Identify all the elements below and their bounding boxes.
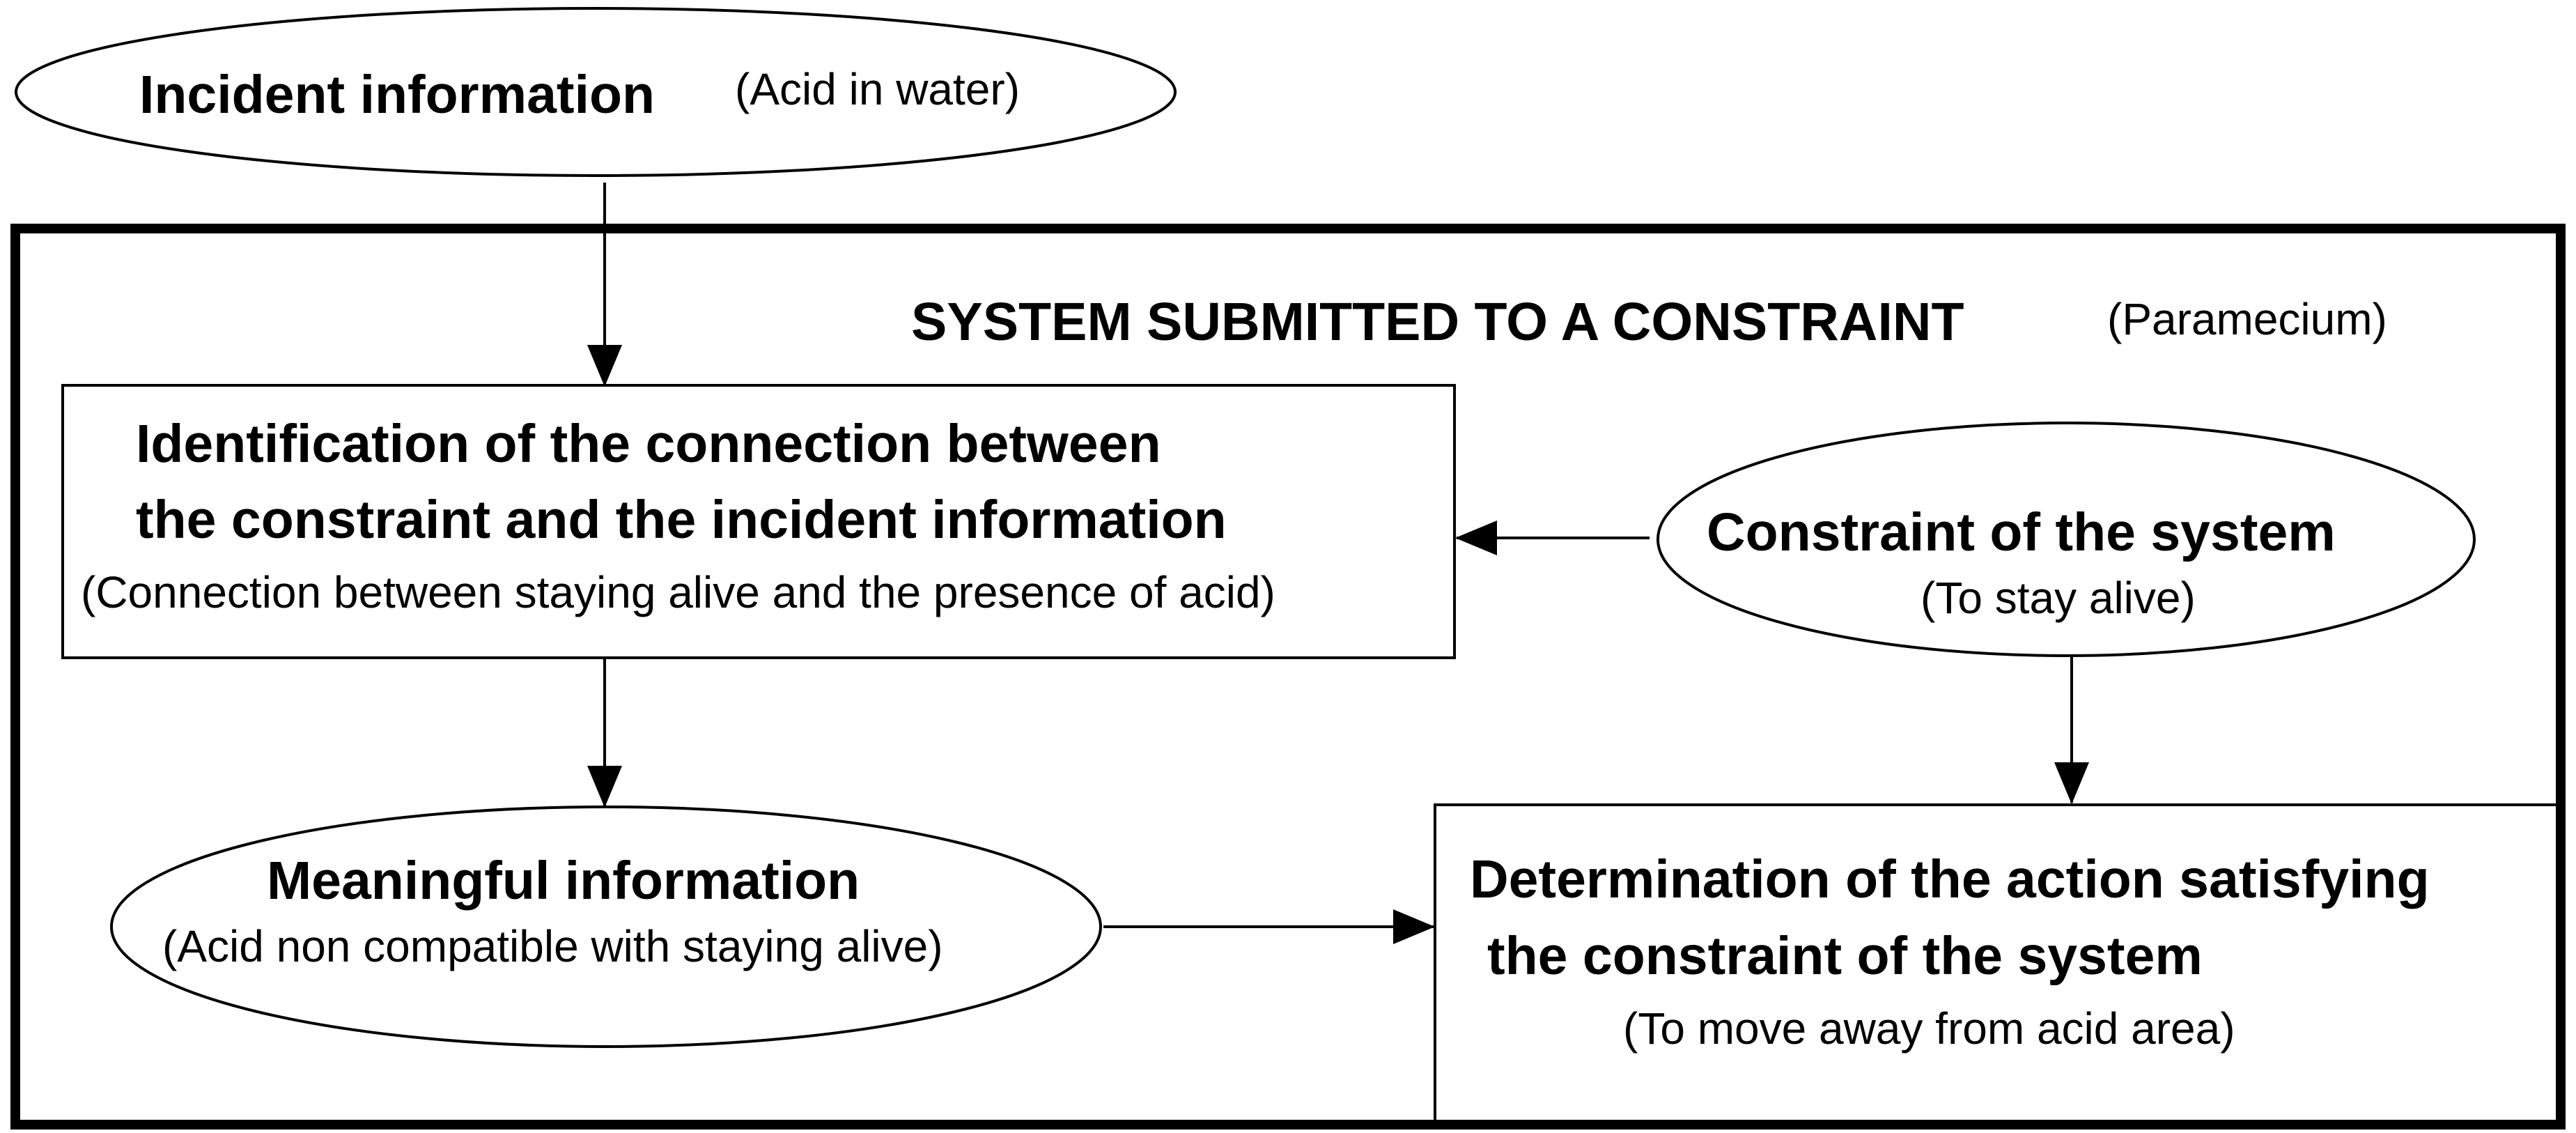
meaningful-title: Meaningful information	[267, 851, 860, 911]
meaningful-subtitle: (Acid non compatible with staying alive)	[162, 921, 943, 971]
meaningful-information-node: Meaningful information (Acid non compati…	[110, 806, 1102, 1048]
constraint-ellipse	[1656, 422, 2476, 657]
determination-subtitle: (To move away from acid area)	[1623, 1003, 2235, 1054]
incident-subtitle: (Acid in water)	[735, 64, 1020, 114]
identification-subtitle: (Connection between staying alive and th…	[81, 567, 1275, 617]
incident-information-node: Incident information (Acid in water)	[15, 7, 1177, 177]
identification-line1: Identification of the connection between	[136, 414, 1161, 474]
system-subtitle: (Paramecium)	[2107, 294, 2387, 344]
identification-line2: the constraint and the incident informat…	[136, 490, 1227, 550]
constraint-node: Constraint of the system (To stay alive)	[1656, 422, 2476, 657]
determination-line2: the constraint of the system	[1487, 926, 2203, 986]
system-title: SYSTEM SUBMITTED TO A CONSTRAINT	[911, 292, 1964, 352]
determination-box	[1434, 803, 2562, 1126]
identification-node: Identification of the connection between…	[61, 384, 1456, 659]
system-heading: SYSTEM SUBMITTED TO A CONSTRAINT (Parame…	[911, 292, 2387, 352]
determination-node: Determination of the action satisfying t…	[1434, 803, 2562, 1126]
determination-line1: Determination of the action satisfying	[1470, 849, 2430, 909]
identification-box	[61, 384, 1456, 659]
incident-ellipse	[15, 7, 1177, 177]
constraint-title: Constraint of the system	[1707, 502, 2336, 562]
constraint-subtitle: (To stay alive)	[1921, 573, 2196, 623]
system-frame	[10, 224, 2566, 1130]
incident-title: Incident information	[139, 65, 655, 125]
